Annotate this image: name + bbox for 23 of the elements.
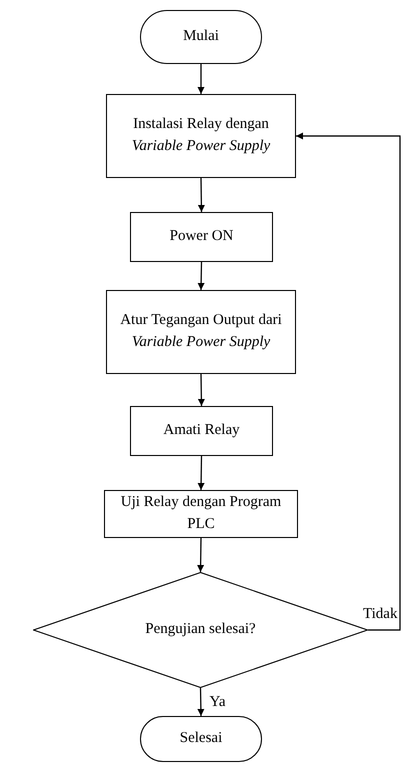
node-text: Mulai xyxy=(182,27,220,46)
process-box xyxy=(106,94,296,178)
terminator-shape xyxy=(140,10,262,64)
node-text: Selesai xyxy=(178,729,224,748)
node-text: Instalasi Relay dengan Variable Power Supply xyxy=(130,115,272,156)
node-text: Pengujian selesai? xyxy=(144,620,257,640)
terminator-shape xyxy=(140,716,262,762)
arrow xyxy=(198,64,204,94)
node-text: Uji Relay dengan Program PLC xyxy=(120,493,282,534)
node-text: Power ON xyxy=(168,227,234,246)
arrow xyxy=(296,132,401,631)
node-text: Amati Relay xyxy=(162,421,241,440)
arrow xyxy=(198,374,205,406)
process-box xyxy=(130,406,273,456)
arrow xyxy=(198,262,205,290)
process-box xyxy=(104,490,298,538)
arrow xyxy=(197,688,204,716)
arrow xyxy=(197,538,204,572)
process-box xyxy=(130,212,273,262)
arrow xyxy=(198,178,205,212)
arrow xyxy=(198,456,205,490)
process-box xyxy=(106,290,296,374)
node-text: Atur Tegangan Output dari Variable Power Supply xyxy=(119,311,283,352)
